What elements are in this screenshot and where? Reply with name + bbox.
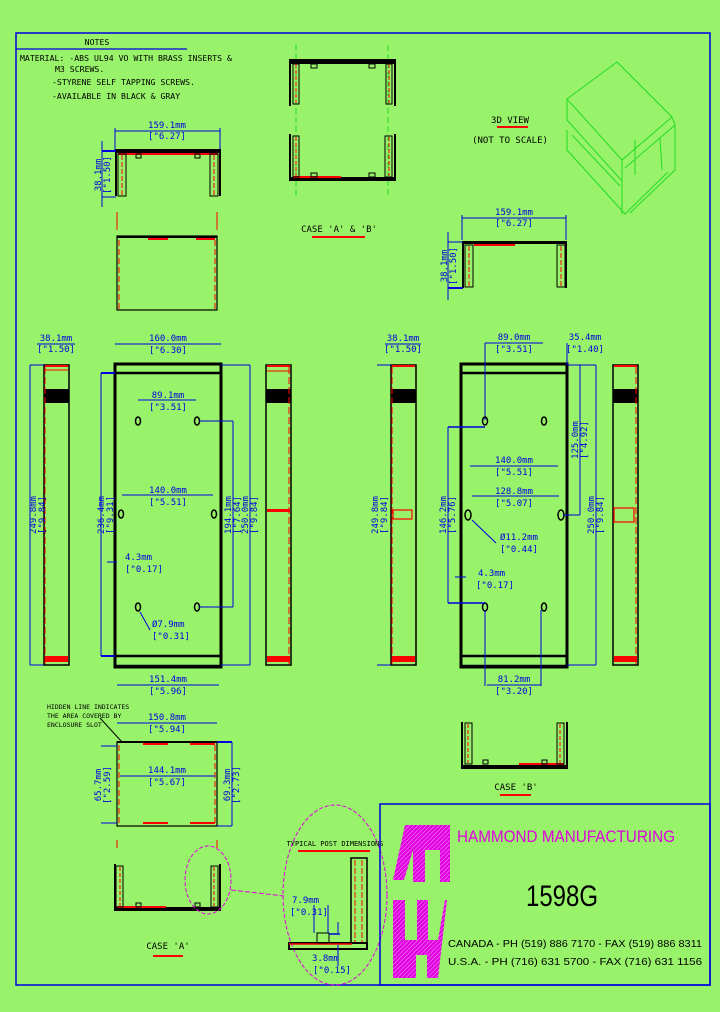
- dim-a-hole-spacing-top-mm: 89.1mm: [152, 391, 185, 401]
- dim-a-bottom-width-in: ["5.96]: [149, 687, 187, 697]
- typical-post-detail: TYPICAL POST DIMENSIONS 7.9mm ["0.31] 3.…: [282, 804, 388, 986]
- notes-block: NOTES MATERIAL: -ABS UL94 VO WITH BRASS …: [16, 37, 232, 101]
- dim-b-boss-dia-in: ["0.44]: [500, 545, 538, 555]
- dim-a-wall-mm: 4.3mm: [125, 553, 152, 563]
- dim-a-outer-length-mm: 250.0mm: [241, 496, 251, 534]
- typical-post-title: TYPICAL POST DIMENSIONS: [287, 840, 384, 848]
- notes-line-3: -STYRENE SELF TAPPING SCREWS.: [52, 77, 195, 87]
- end-view-top-left: 159.1mm ["6.27] 38.1mm ["1.50]: [94, 121, 221, 207]
- case-b-label: CASE 'B': [494, 783, 537, 793]
- model-number: 1598G: [526, 880, 598, 913]
- dim-a-outer-length-in: ["9.84]: [250, 496, 260, 534]
- dim-a-bottom-width-mm: 151.4mm: [149, 675, 187, 685]
- dim-post-width-in: ["0.15]: [313, 966, 351, 976]
- case-b-plan: 38.1mm ["1.50] 249.8mm ["9.84] 89.0mm ["…: [371, 333, 639, 697]
- dim-b-boss-spacing-mm: 128.8mm: [495, 487, 533, 497]
- end-view-right: 159.1mm ["6.27] 38.1mm ["1.50]: [440, 208, 567, 300]
- dim-right-end-width-mm: 159.1mm: [495, 208, 533, 218]
- dim-a-hole-vert-mm: 194.1mm: [224, 496, 234, 534]
- dim-b-side-length-in: ["9.84]: [380, 496, 390, 534]
- dim-end-height-mm: 38.1mm: [94, 159, 104, 192]
- title-block: HAMMOND MANUFACTURING 1598G CANADA - PH …: [379, 803, 711, 986]
- dim-a-side-width-in: ["1.50]: [37, 345, 75, 355]
- company-name: HAMMOND MANUFACTURING: [457, 827, 675, 846]
- case-a-b-label: CASE 'A' & 'B': [301, 225, 377, 235]
- hidden-line-note-2: THE AREA COVERED BY: [47, 712, 121, 720]
- dim-end-width-mm: 159.1mm: [148, 121, 186, 131]
- dim-b-boss-dia-mm: Ø11.2mm: [500, 532, 538, 543]
- 3d-view-subtitle: (NOT TO SCALE): [472, 136, 548, 146]
- dim-b-edge-mm: 35.4mm: [569, 333, 602, 343]
- case-a-section: CASE 'A': [114, 840, 285, 957]
- dim-b-hole-vert-in: ["5.76]: [448, 496, 458, 534]
- dim-b-side-width-mm: 38.1mm: [387, 334, 420, 344]
- dim-slot-left-height-in: ["2.59]: [103, 766, 113, 804]
- dim-a-hole-spacing-top-in: ["3.51]: [149, 403, 187, 413]
- dim-b-outer-length-mm: 250.0mm: [587, 496, 597, 534]
- dim-b-upper-vert-in: ["4.92]: [580, 421, 590, 459]
- dim-a-hole-dia-mm: Ø7.9mm: [152, 619, 185, 630]
- dim-a-top-width-mm: 160.0mm: [149, 334, 187, 344]
- dim-b-hole-spacing-mid-in: ["5.51]: [495, 468, 533, 478]
- dim-b-wall-in: ["0.17]: [476, 581, 514, 591]
- hidden-line-note-1: HIDDEN LINE INDICATES: [47, 703, 129, 711]
- 3d-view-title: 3D VIEW: [491, 116, 530, 126]
- dim-slot-left-height-mm: 65.7mm: [94, 769, 104, 802]
- dim-slot-inner-width-mm: 144.1mm: [148, 766, 186, 776]
- dim-right-end-height-in: ["1.50]: [449, 247, 459, 285]
- dim-b-hole-off-in: ["3.51]: [495, 345, 533, 355]
- dim-a-side-length-mm: 249.8mm: [29, 496, 39, 534]
- slot-view-top: [116, 212, 218, 311]
- hammond-logo-icon: [393, 825, 450, 978]
- dim-end-height-in: ["1.50]: [103, 156, 113, 194]
- iso-3d-view: 3D VIEW (NOT TO SCALE): [472, 61, 676, 215]
- dim-a-hole-spacing-mid-in: ["5.51]: [149, 498, 187, 508]
- notes-title: NOTES: [85, 37, 110, 47]
- slot-view-bottom: HIDDEN LINE INDICATES THE AREA COVERED B…: [47, 703, 242, 827]
- dim-a-top-width-in: ["6.30]: [149, 346, 187, 356]
- dim-post-width-mm: 3.8mm: [312, 954, 339, 964]
- dim-a-hole-spacing-mid-mm: 140.0mm: [149, 486, 187, 496]
- dim-right-end-width-in: ["6.27]: [495, 219, 533, 229]
- dim-a-hole-vert-in: ["7.64]: [233, 496, 243, 534]
- dim-b-bottom-spacing-in: ["3.20]: [495, 687, 533, 697]
- notes-line-1: MATERIAL: -ABS UL94 VO WITH BRASS INSERT…: [20, 53, 232, 63]
- dim-b-wall-mm: 4.3mm: [478, 569, 505, 579]
- dim-b-hole-spacing-mid-mm: 140.0mm: [495, 456, 533, 466]
- dim-b-bottom-spacing-mm: 81.2mm: [498, 675, 531, 685]
- notes-line-4: -AVAILABLE IN BLACK & GRAY: [52, 91, 180, 101]
- case-a-b-sections: CASE 'A' & 'B': [289, 45, 396, 238]
- hidden-line-note-3: ENCLOSURE SLOT: [47, 721, 102, 729]
- dim-a-side-width-mm: 38.1mm: [40, 334, 73, 344]
- dim-slot-right-height-in: ["2.73]: [232, 766, 242, 804]
- dim-a-hole-dia-in: ["0.31]: [152, 632, 190, 642]
- dim-b-hole-off-mm: 89.0mm: [498, 333, 531, 343]
- usa-contact: U.S.A. - PH (716) 631 5700 - FAX (716) 6…: [448, 956, 702, 968]
- dim-b-hole-vert-mm: 146.2mm: [439, 496, 449, 534]
- sheet-border: [15, 32, 711, 986]
- case-a-plan: 38.1mm ["1.50] 249.8mm ["9.84] 160.0mm […: [29, 334, 292, 697]
- dim-b-side-width-in: ["1.50]: [384, 345, 422, 355]
- dim-slot-outer-width-mm: 150.8mm: [148, 713, 186, 723]
- dim-slot-right-height-mm: 69.3mm: [223, 769, 233, 802]
- dim-slot-outer-width-in: ["5.94]: [148, 725, 186, 735]
- dim-a-side-length-in: ["9.84]: [38, 496, 48, 534]
- dim-a-inner-length-mm: 236.4mm: [97, 496, 107, 534]
- dim-slot-inner-width-in: ["5.67]: [148, 778, 186, 788]
- dim-a-inner-length-in: ["9.31]: [106, 496, 116, 534]
- dim-right-end-height-mm: 38.1mm: [440, 250, 450, 283]
- dim-a-wall-in: ["0.17]: [125, 565, 163, 575]
- case-b-section: CASE 'B': [461, 722, 568, 796]
- dim-post-height-mm: 7.9mm: [292, 896, 319, 906]
- canada-contact: CANADA - PH (519) 886 7170 - FAX (519) 8…: [448, 938, 702, 950]
- dim-post-height-in: ["0.31]: [290, 908, 328, 918]
- dim-b-side-length-mm: 249.8mm: [371, 496, 381, 534]
- dim-end-width-in: ["6.27]: [148, 132, 186, 142]
- dim-b-edge-in: ["1.40]: [566, 345, 604, 355]
- notes-line-2: M3 SCREWS.: [55, 64, 104, 74]
- dim-b-boss-spacing-in: ["5.07]: [495, 499, 533, 509]
- dim-b-upper-vert-mm: 125.0mm: [571, 421, 581, 459]
- dim-b-outer-length-in: ["9.84]: [596, 496, 606, 534]
- case-a-label: CASE 'A': [146, 942, 189, 952]
